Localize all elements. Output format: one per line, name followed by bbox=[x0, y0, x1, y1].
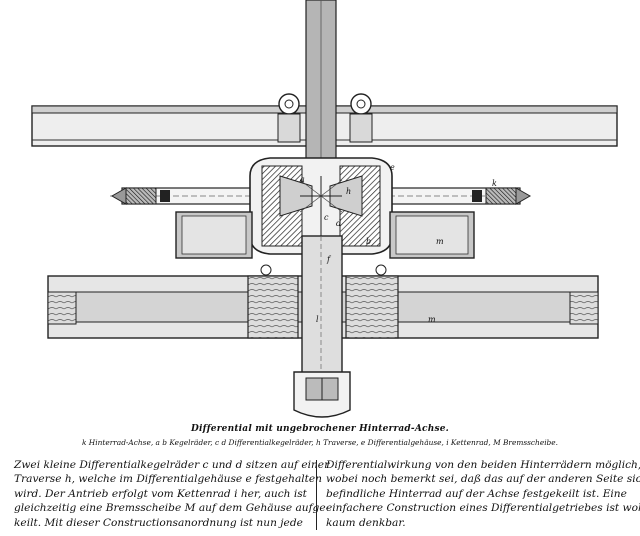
label-l: l bbox=[316, 315, 319, 324]
text-line: keilt. Mit dieser Constructionsanordnung… bbox=[14, 516, 303, 529]
text-line: wobei noch bemerkt sei, daß das auf der … bbox=[326, 473, 640, 486]
wood-block-left bbox=[247, 264, 299, 339]
label-m-lower: m bbox=[428, 315, 436, 324]
figure-caption-title: Differential mit ungebrochener Hinterrad… bbox=[191, 424, 449, 434]
bottom-cap bbox=[293, 371, 351, 418]
text-line: einfachere Construction eines Differenti… bbox=[326, 502, 640, 515]
figure-caption-legend: k Hinterrad-Achse, a b Kegelräder, c d D… bbox=[81, 438, 559, 447]
beam-bracket-left bbox=[277, 93, 301, 143]
vertical-rod bbox=[305, 0, 337, 173]
text-line: befindliche Hinterrad auf der Achse fest… bbox=[326, 487, 627, 500]
label-c: c bbox=[324, 213, 329, 222]
beam-bracket-right bbox=[349, 93, 373, 143]
label-a: a bbox=[300, 175, 305, 184]
label-k: k bbox=[492, 179, 497, 188]
chain-wheel bbox=[175, 211, 253, 259]
label-d: d bbox=[336, 219, 341, 228]
differential-drawing: k e a c b d h m m f l bbox=[31, 0, 618, 418]
text-line: Zwei kleine Differentialkegelräder c und… bbox=[14, 459, 330, 471]
label-m-upper: m bbox=[436, 237, 444, 246]
text-column-right: Differentialwirkung von den beiden Hinte… bbox=[326, 458, 640, 534]
text-line: wird. Der Antrieb erfolgt vom Kettenrad … bbox=[14, 487, 307, 500]
text-line: Traverse h, welche im Differentialgehäus… bbox=[14, 473, 323, 486]
text-column-left: Zwei kleine Differentialkegelräder c und… bbox=[14, 458, 330, 534]
differential-housing-e bbox=[249, 157, 393, 255]
label-b: b bbox=[366, 237, 371, 246]
label-f: f bbox=[326, 255, 332, 264]
text-line: Differentialwirkung von den beiden Hinte… bbox=[326, 459, 640, 471]
central-shaft bbox=[301, 235, 343, 375]
text-line: gleichzeitig eine Bremsscheibe M auf dem… bbox=[14, 502, 330, 515]
brake-drum-m bbox=[389, 211, 475, 259]
label-h: h bbox=[346, 187, 351, 196]
text-line: kaum denkbar. bbox=[326, 516, 406, 529]
column-divider bbox=[316, 460, 317, 530]
label-e: e bbox=[390, 163, 395, 172]
wood-block-right bbox=[345, 264, 399, 339]
